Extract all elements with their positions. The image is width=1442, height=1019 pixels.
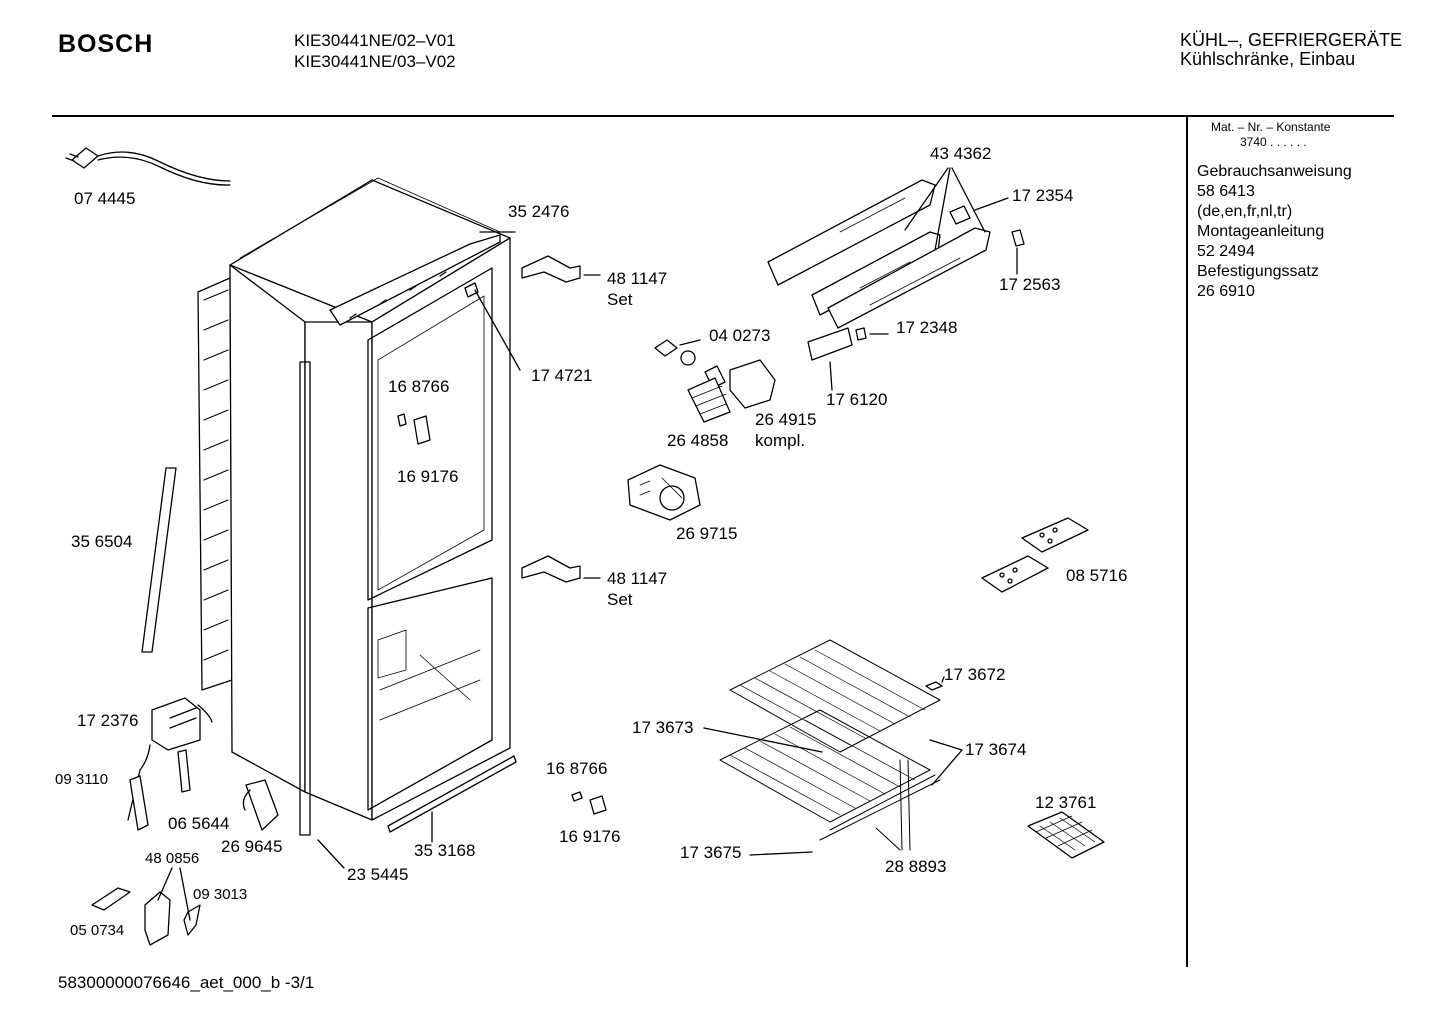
sidebar-item: 52 2494 — [1197, 243, 1255, 260]
sidebar-item: Gebrauchsanweisung — [1197, 163, 1352, 180]
ice-pack-part — [981, 517, 1089, 593]
mat-nr-header: Mat. – Nr. – Konstante — [1211, 120, 1331, 134]
part-label: 04 0273 — [709, 326, 771, 345]
part-label: 09 3110 — [55, 771, 109, 788]
part-label: 17 2354 — [1012, 186, 1074, 205]
part-label: 16 8766 — [546, 759, 608, 778]
part-label: 17 2376 — [77, 711, 139, 730]
part-label: 26 4858 — [667, 431, 729, 450]
part-label: 23 5445 — [347, 865, 409, 884]
lamp-switch-part — [397, 413, 431, 445]
part-label: 16 9176 — [559, 827, 621, 846]
part-label: 28 8893 — [885, 857, 947, 876]
lamp-bulb-part — [654, 339, 701, 366]
end-cap-part — [949, 197, 1009, 225]
part-label: 06 5644 — [168, 814, 230, 833]
category-subtitle: Kühlschränke, Einbau — [1180, 49, 1356, 69]
header-divider — [52, 115, 1394, 117]
part-label: 09 3013 — [193, 886, 248, 903]
fan-cover-part — [627, 464, 701, 521]
part-label: 17 3675 — [680, 843, 742, 862]
part-label: 26 4915 — [755, 410, 817, 429]
part-label: kompl. — [755, 431, 806, 450]
clip-part-2 — [925, 676, 945, 691]
part-label: 17 6120 — [826, 390, 888, 409]
top-rail-part — [329, 231, 516, 326]
document-id: 58300000076646_aet_000_b -3/1 — [58, 973, 315, 992]
power-cord-part — [65, 147, 231, 186]
part-label: 17 2348 — [896, 318, 958, 337]
part-label: 35 2476 — [508, 202, 570, 221]
part-label: 17 3673 — [632, 718, 694, 737]
capacitor-part — [129, 775, 149, 831]
lamp-housing-part — [687, 359, 776, 423]
hinge-lower-part — [521, 555, 601, 583]
sensor-part — [464, 282, 521, 371]
model-number-1: KIE30441NE/02–V01 — [294, 31, 456, 50]
sidebar-item: Befestigungssatz — [1197, 263, 1319, 280]
part-label: 17 2563 — [999, 275, 1061, 294]
part-label: 16 8766 — [388, 377, 450, 396]
cable-clip-part — [242, 779, 279, 831]
cabinet-housing — [229, 177, 511, 836]
brand-logo: BOSCH — [58, 30, 154, 58]
mat-nr-value: 3740 . . . . . . — [1240, 135, 1307, 149]
sidebar-item: Montageanleitung — [1197, 223, 1325, 240]
light-rail-part — [767, 167, 991, 329]
part-label: 12 3761 — [1035, 793, 1097, 812]
evaporator-grid-part — [719, 639, 941, 851]
light-cover-part — [807, 327, 853, 361]
condenser-part — [197, 277, 233, 691]
lamp-switch-part-3 — [829, 327, 889, 391]
lamp-switch-part-2 — [571, 791, 607, 815]
part-label: Set — [607, 290, 633, 309]
part-label: 17 4721 — [531, 366, 593, 385]
sidebar-item: 26 6910 — [1197, 283, 1255, 300]
part-label: 26 9645 — [221, 837, 283, 856]
evaporator-leaders — [703, 727, 963, 856]
part-label: 35 3168 — [414, 841, 476, 860]
clip-part — [1011, 229, 1025, 275]
relay-part — [127, 697, 213, 821]
sidebar-item: 58 6413 — [1197, 183, 1255, 200]
part-label: 35 6504 — [71, 532, 133, 551]
sidebar-divider — [1186, 117, 1188, 967]
part-label: 05 0734 — [70, 922, 125, 939]
leader-lines — [317, 811, 433, 869]
part-label: 08 5716 — [1066, 566, 1128, 585]
part-label: 16 9176 — [397, 467, 459, 486]
part-label: 48 1147 — [607, 269, 668, 288]
thermostat-sensor-part — [177, 749, 191, 793]
model-number-2: KIE30441NE/03–V02 — [294, 52, 456, 71]
part-label: 26 9715 — [676, 524, 738, 543]
part-label: 07 4445 — [74, 189, 136, 208]
part-label: 43 4362 — [930, 144, 992, 163]
category-title: KÜHL–, GEFRIERGERÄTE — [1180, 30, 1403, 50]
bottom-strip-part — [387, 755, 517, 833]
part-label: 48 1147 — [607, 569, 668, 588]
part-label: 17 3674 — [965, 740, 1027, 759]
sidebar-item: (de,en,fr,nl,tr) — [1197, 203, 1293, 220]
part-label: 48 0856 — [145, 850, 200, 867]
door-seal-strip-part — [141, 467, 177, 653]
fan-assembly-part — [91, 867, 201, 946]
part-label: Set — [607, 590, 633, 609]
hinge-upper-part — [521, 255, 601, 283]
ice-tray-part — [1027, 811, 1105, 859]
part-label: 17 3672 — [944, 665, 1006, 684]
